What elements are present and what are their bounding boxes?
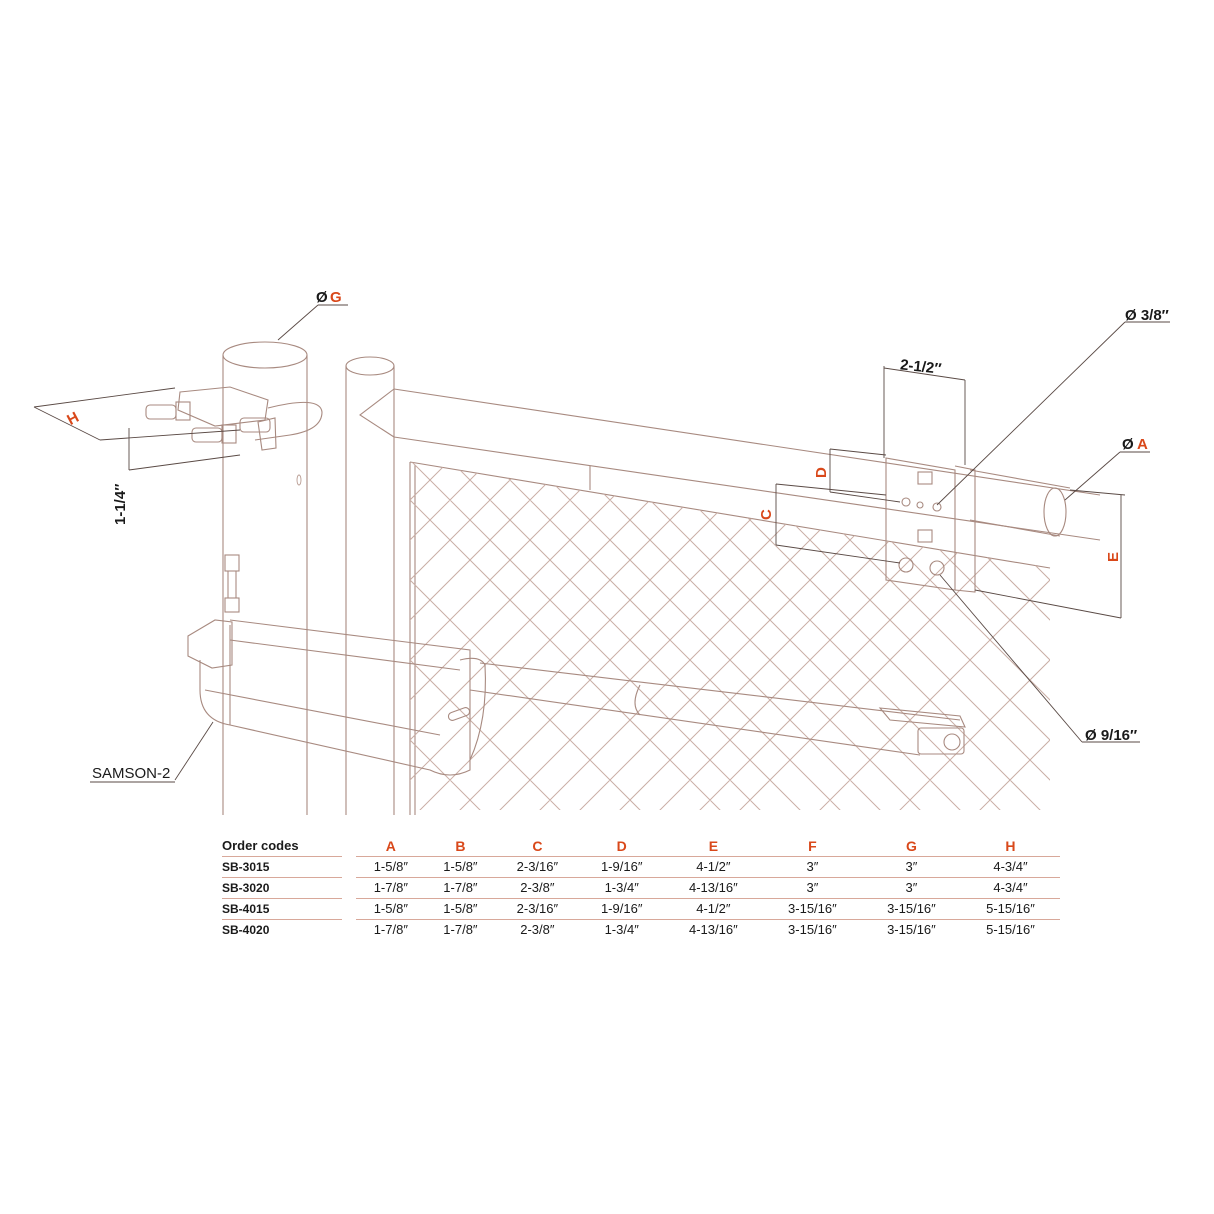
cell-g: 3-15/16″ [887, 922, 936, 937]
phi-a-symbol: Ø [1122, 436, 1134, 453]
cell-h: 5-15/16″ [986, 922, 1035, 937]
cell-b: 1-5/8″ [425, 856, 496, 878]
order-codes-header: Order codes [222, 836, 342, 857]
cell-a: 1-5/8″ [356, 856, 426, 878]
gate-frame [345, 356, 1101, 815]
dimension-lines [33, 304, 1170, 783]
cell-g: 3″ [861, 877, 961, 899]
gate-operator [187, 554, 966, 776]
cell-g: 3″ [861, 856, 961, 878]
e-dimension-label: E [1105, 552, 1122, 562]
cell-d: 1-9/16″ [579, 856, 664, 878]
cell-e: 4-1/2″ [663, 856, 763, 878]
cell-a: 1-5/8″ [356, 898, 426, 920]
dimension-labels: Ø G H 1-1/4″ 2-1/2″ Ø 3/8″ Ø A D C E Ø 9… [64, 289, 1169, 782]
cell-e: 4-1/2″ [663, 898, 763, 920]
column-header-e: E [663, 836, 763, 857]
column-header-a: A [356, 836, 426, 857]
table-row: SB-4020 1-7/8″ 1-7/8″ 2-3/8″ 1-3/4″ 4-13… [222, 920, 1060, 941]
column-header-b: B [425, 836, 496, 857]
order-code: SB-3015 [222, 856, 342, 878]
cell-c: 2-3/16″ [495, 898, 580, 920]
table-row: SB-3015 1-5/8″ 1-5/8″ 2-3/16″ 1-9/16″ 4-… [222, 856, 1060, 878]
cell-b: 1-7/8″ [443, 922, 478, 937]
phi-9-16-label: Ø 9/16″ [1085, 727, 1137, 744]
cell-h: 4-3/4″ [960, 877, 1060, 899]
cell-h: 5-15/16″ [960, 898, 1060, 920]
gate-tube [969, 469, 1071, 537]
order-codes-table: Order codes A B C D E F G H SB-3015 1-5/… [222, 836, 1060, 940]
table-row: SB-4015 1-5/8″ 1-5/8″ 2-3/16″ 1-9/16″ 4-… [222, 898, 1060, 920]
order-code: SB-4015 [222, 898, 342, 920]
product-name-label: SAMSON-2 [92, 765, 170, 782]
c-dimension-label: C [758, 509, 775, 520]
cell-c: 2-3/16″ [495, 856, 580, 878]
cell-d: 1-3/4″ [579, 877, 664, 899]
order-code: SB-3020 [222, 877, 342, 899]
column-header-c: C [495, 836, 580, 857]
phi-a-letter: A [1137, 436, 1148, 453]
cell-b: 1-5/8″ [425, 898, 496, 920]
dim-2-1-2-label: 2-1/2″ [899, 356, 942, 377]
cell-c: 2-3/8″ [520, 922, 555, 937]
hinge-bracket [145, 386, 323, 451]
table-row: SB-3020 1-7/8″ 1-7/8″ 2-3/8″ 1-3/4″ 4-13… [222, 877, 1060, 899]
cell-d: 1-9/16″ [579, 898, 664, 920]
phi-g-symbol: Ø [316, 289, 328, 306]
h-dimension-label: H [64, 409, 82, 429]
gate-mounting-bracket [885, 457, 976, 593]
cell-f: 3-15/16″ [788, 922, 837, 937]
cell-b: 1-7/8″ [425, 877, 496, 899]
cell-g: 3-15/16″ [861, 898, 961, 920]
hinge-post [222, 341, 308, 815]
cell-f: 3-15/16″ [762, 898, 862, 920]
phi-g-letter: G [330, 289, 342, 306]
order-code: SB-4020 [222, 923, 270, 937]
d-dimension-label: D [813, 467, 830, 478]
phi-3-8-label: Ø 3/8″ [1125, 307, 1169, 324]
cell-a: 1-7/8″ [373, 922, 408, 937]
column-header-g: G [861, 836, 961, 857]
cell-f: 3″ [762, 856, 862, 878]
dim-1-1-4-label: 1-1/4″ [112, 484, 129, 525]
column-header-d: D [579, 836, 664, 857]
column-header-f: F [762, 836, 862, 857]
cell-e: 4-13/16″ [663, 877, 763, 899]
cell-f: 3″ [762, 877, 862, 899]
cell-a: 1-7/8″ [356, 877, 426, 899]
cell-e: 4-13/16″ [689, 922, 738, 937]
cell-h: 4-3/4″ [960, 856, 1060, 878]
column-header-h: H [960, 836, 1060, 857]
table-header-row: Order codes A B C D E F G H [222, 836, 1060, 857]
cell-d: 1-3/4″ [604, 922, 639, 937]
cell-c: 2-3/8″ [495, 877, 580, 899]
